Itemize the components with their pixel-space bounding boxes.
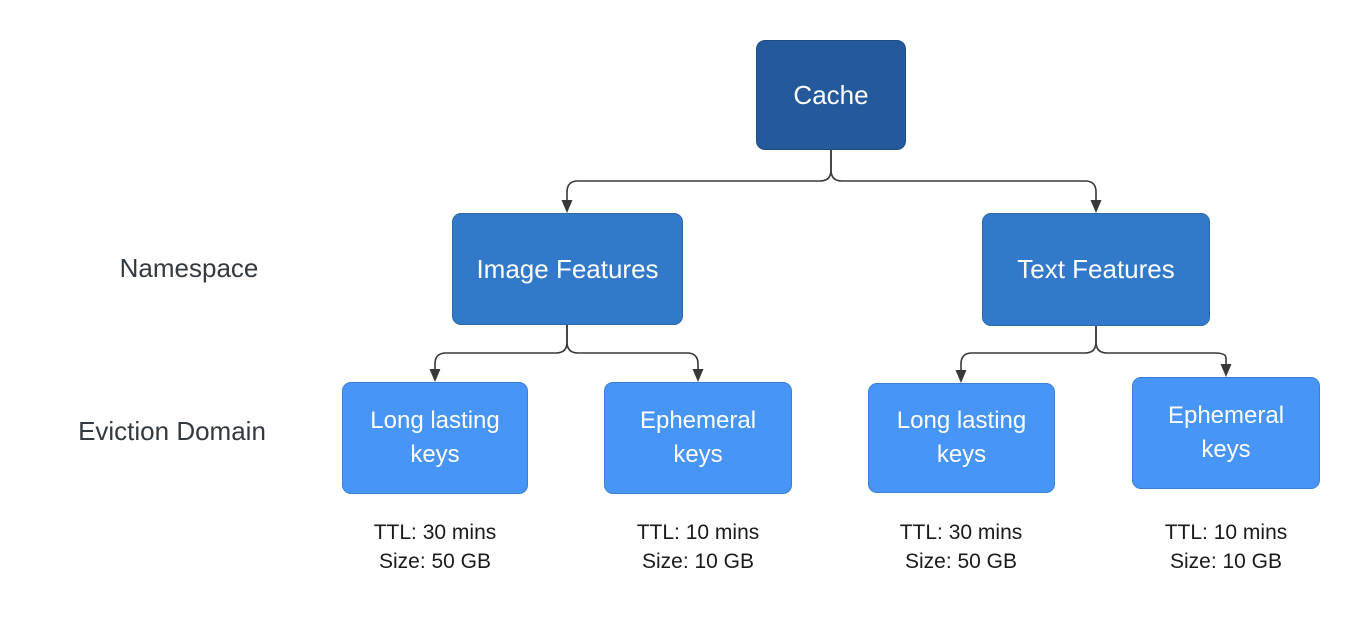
node-ephemeral-keys-text-label: Ephemeral keys [1167,402,1285,463]
node-ephemeral-keys-text: Ephemeral keys [1132,377,1320,489]
connector-image-to-long-lasting [434,325,568,369]
node-long-lasting-keys-image: Long lasting keys [342,382,528,494]
ttl-size-annotation: TTL: 10 mins Size: 10 GB [1121,518,1331,576]
node-image-features-label: Image Features [476,253,659,284]
node-long-lasting-keys-image-label: Long lasting keys [370,407,500,468]
node-long-lasting-keys-text: Long lasting keys [868,383,1055,493]
size-line: Size: 10 GB [1169,550,1283,573]
ttl-size-annotation: TTL: 10 mins Size: 10 GB [593,518,803,576]
connector-cache-to-text-features [830,150,1097,200]
node-ephemeral-keys-image: Ephemeral keys [604,382,792,494]
node-image-features: Image Features [452,213,683,325]
arrowhead-text-features [1090,200,1102,213]
ttl-line: TTL: 30 mins [373,521,497,544]
node-long-lasting-keys-text-label: Long lasting keys [896,407,1027,468]
connector-text-to-long-lasting [960,326,1097,370]
ttl-line: TTL: 10 mins [1164,521,1288,544]
connector-cache-to-image-features [566,150,832,200]
size-line: Size: 50 GB [904,550,1018,573]
arrowhead-ephemeral-image [692,369,704,382]
connector-text-to-ephemeral [1095,326,1227,364]
node-ephemeral-keys-image-label: Ephemeral keys [639,407,757,468]
ttl-line: TTL: 10 mins [636,521,760,544]
connector-image-to-ephemeral [566,325,699,369]
node-text-features: Text Features [982,213,1210,326]
node-cache: Cache [756,40,906,150]
arrowhead-long-lasting-image [429,369,441,382]
node-text-features-label: Text Features [1017,254,1175,284]
size-line: Size: 10 GB [641,550,755,573]
arrowhead-long-lasting-text [955,370,967,383]
row-label-eviction-domain: Eviction Domain [78,416,266,446]
ttl-line: TTL: 30 mins [899,521,1023,544]
ttl-size-annotation: TTL: 30 mins Size: 50 GB [330,518,540,576]
size-line: Size: 50 GB [378,550,492,573]
row-label-namespace: Namespace [119,253,259,283]
ttl-size-annotation: TTL: 30 mins Size: 50 GB [856,518,1066,576]
arrowhead-ephemeral-text [1220,364,1232,377]
arrowhead-image-features [561,200,573,213]
node-cache-label: Cache [793,79,869,110]
